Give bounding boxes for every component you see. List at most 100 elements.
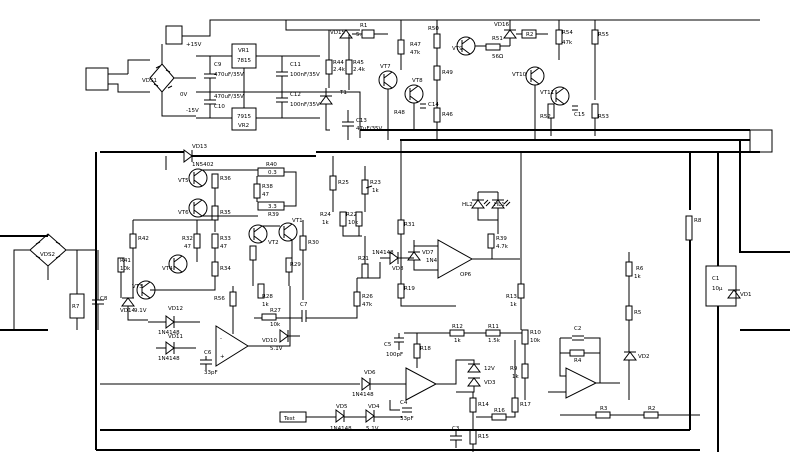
svg-text:R2: R2 [526,32,533,38]
resistor-r52: R52 [540,103,555,120]
svg-text:470uF/35V: 470uF/35V [214,94,244,100]
resistor-r32: R32 47 [182,233,201,250]
transistor-vt10: VT10 [512,66,545,86]
svg-text:10k: 10k [270,322,281,328]
potentiometer-r22: R22 10k [346,211,363,227]
zener-vd3b: VD3 [467,377,496,387]
svg-text:R4: R4 [574,358,582,364]
svg-text:33pF: 33pF [400,416,414,422]
svg-text:R9: R9 [510,366,518,372]
svg-text:47: 47 [262,192,269,198]
resistor-r29: R29 [285,257,301,273]
capacitor-c15: C15 [572,105,585,118]
opamp-input [405,367,438,401]
resistor-r41: R41 10k [117,257,131,273]
svg-text:R14: R14 [478,402,489,408]
svg-text:R47: R47 [410,42,421,48]
resistor-r48: R48 [394,110,405,116]
resistor-r8: R8 [685,215,702,241]
svg-text:R48: R48 [394,110,405,116]
svg-text:VT6: VT6 [178,210,189,216]
svg-text:1.5k: 1.5k [488,338,501,344]
svg-text:C5: C5 [384,342,392,348]
svg-text:R30: R30 [308,240,319,246]
svg-text:R15: R15 [478,434,489,440]
resistor-r1 [361,29,375,39]
svg-text:2.4k: 2.4k [333,67,346,73]
svg-text:9.1V: 9.1V [134,308,147,314]
transistor-vt7: VT7 [378,64,398,90]
svg-text:R18: R18 [420,346,431,352]
resistor-r19: R19 [397,283,415,299]
svg-text:C4: C4 [400,400,408,406]
zener-vd2: VD2 [623,351,650,361]
resistor-r34: R34 [211,261,231,277]
svg-text:100nF/35V: 100nF/35V [290,102,320,108]
svg-text:R32: R32 [182,236,193,242]
svg-text:VT1: VT1 [292,218,303,224]
resistor-r50: R50 [428,26,441,49]
transformer-tap [165,25,183,45]
resistor-r55: R55 [591,29,609,45]
resistor-r51: R51 56Ω [485,36,503,60]
svg-text:R42: R42 [138,236,149,242]
svg-text:0V: 0V [180,92,187,98]
svg-text:2.4k: 2.4k [353,67,366,73]
svg-text:1N4148: 1N4148 [158,330,180,336]
svg-text:1k: 1k [372,188,379,194]
svg-text:1N4148: 1N4148 [372,250,394,256]
svg-text:R23: R23 [370,180,381,186]
svg-text:R12: R12 [452,324,463,330]
led-hl2: HL2 [462,199,491,209]
voltage-amp-section: VT2 VT1 R30 R29 R25 R23 1k [248,140,520,319]
resistor-r15: R15 [469,429,489,445]
svg-text:1N5402: 1N5402 [192,162,214,168]
svg-text:C9: C9 [214,62,222,68]
capacitor-c2: C2 [572,326,584,341]
svg-text:47k: 47k [410,50,421,56]
svg-text:R25: R25 [338,180,349,186]
svg-text:R39: R39 [496,236,507,242]
svg-text:VD7: VD7 [422,250,434,256]
svg-text:C15: C15 [574,112,585,118]
resistor-r38: R38 47 [253,183,273,199]
svg-text:1N4148: 1N4148 [158,356,180,362]
svg-text:1N4148: 1N4148 [426,258,448,264]
svg-text:VR2: VR2 [238,123,249,129]
input-amp-section: R12 1k R11 1.5k C5 100pF R18 12V VD3 [100,324,531,452]
svg-text:+15V: +15V [186,42,202,48]
resistor-r44: R44 2.4k [325,59,346,75]
transistor-vt5: VT5 [178,168,208,188]
svg-text:10k: 10k [120,266,131,272]
svg-text:100nF/35V: 100nF/35V [290,72,320,78]
svg-text:R26: R26 [362,294,373,300]
svg-text:VD8: VD8 [392,266,404,272]
capacitor-c4: C4 33pF [400,400,414,422]
svg-text:R19: R19 [404,286,415,292]
bridge-rectifier-vds1: VDS1 [142,63,175,93]
resistor-r5: R5 [625,305,642,321]
transistor-vt4: VT4 [162,254,188,274]
resistor-r37 [249,245,257,261]
resistor-r53: R53 [591,103,609,120]
svg-text:R22: R22 [346,212,357,218]
zener-vd10: VD10 5.1V [262,329,289,352]
capacitor-c6: C6 33pF [200,350,218,376]
opamp-op6: OP6 [437,239,474,279]
svg-text:C7: C7 [300,302,308,308]
capacitor-c7: C7 [300,302,308,322]
opamp-comparator: - + [215,325,249,367]
potentiometer-r24: R24 1k [320,211,347,227]
svg-text:Test: Test [283,416,296,422]
potentiometer-r10: R10 10k [521,329,541,345]
svg-text:47: 47 [220,244,227,250]
diode-vd5: VD5 1N4148 [330,404,352,432]
svg-text:R1: R1 [360,23,367,29]
svg-text:VT4: VT4 [162,266,173,272]
capacitor-c1: C1 10μ [705,265,737,307]
diode-vd8: 1N4148 VD8 [372,250,404,272]
transistor-vt11: VT11 [540,86,570,106]
svg-text:VD1: VD1 [740,292,752,298]
reference-section: VD15 5.1V R1 R44 2.4k R45 2.4k T1 C13 47… [319,23,388,140]
